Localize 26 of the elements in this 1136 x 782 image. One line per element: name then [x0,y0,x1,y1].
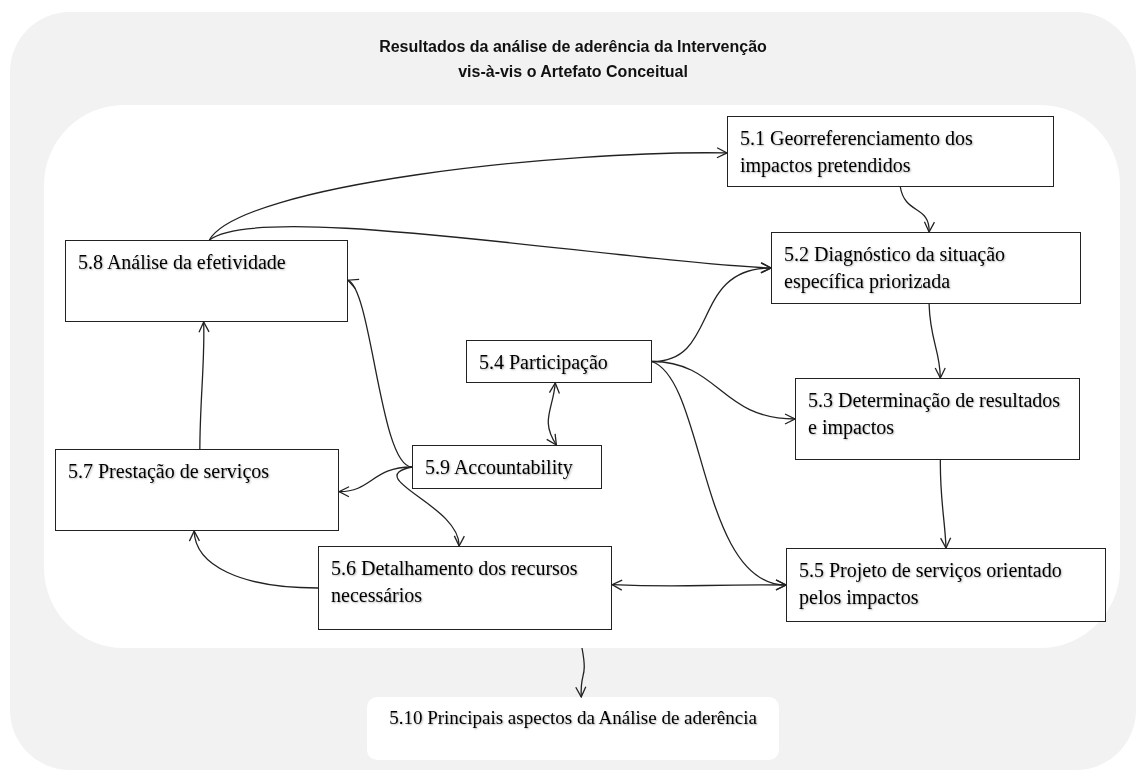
process-box: 5.2 Diagnóstico da situação específica priorizada [771,232,1081,304]
arrow [651,360,796,424]
process-box: 5.6 Detalhamento dos recursos necessários [318,546,612,630]
inner-panel [44,105,1120,648]
outer-panel [10,12,1136,770]
process-box: 5.8 Análise da efetividade [65,240,348,322]
process-box: 5.5 Projeto de serviços orientado pelos impactos [786,548,1106,622]
arrow [208,147,728,241]
arrow [546,382,560,446]
arrow [928,303,946,379]
process-box: 5.9 Accountability [412,445,602,489]
arrow [899,186,935,233]
arrow [575,647,587,698]
panel-heading: Resultados da análise de aderência da Intervenção vis-à-vis o Artefato Conceitual [378,37,768,82]
process-box: 5.4 Participação [466,340,652,383]
arrow [939,459,952,549]
arrow [396,466,463,547]
arrow [208,226,772,274]
arrow [198,321,210,450]
result-box: 5.10 Principais aspectos da Análise de aderência [367,697,779,760]
process-box: 5.7 Prestação de serviços [55,449,339,531]
process-box: 5.3 Determinação de resultados e impactos [795,378,1080,460]
arrow [189,530,319,589]
arrow [611,579,787,591]
arrow [338,466,413,497]
process-box: 5.1 Georreferenciamento dos impactos pretendidos [727,116,1054,187]
